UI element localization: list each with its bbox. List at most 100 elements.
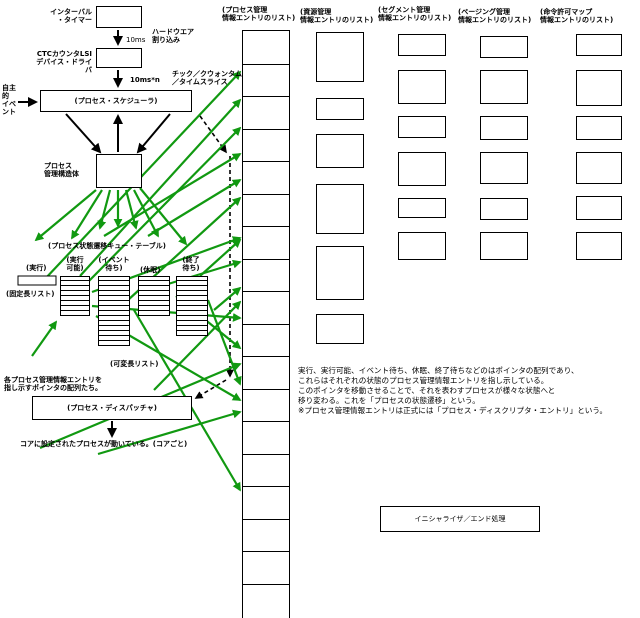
running-label: (実行) [26,264,47,272]
description-line: これらはそれぞれの状態のプロセス管理情報エントリを指し示している。 [298,376,549,385]
pointer-cell [98,276,130,281]
pointer-cell [176,321,208,326]
pointer-cell [176,311,208,316]
pointer-cell [98,331,130,336]
runnable-label: (実行 可能) [66,256,84,272]
pointer-cell [60,306,90,311]
description-line: このポインタを移動させることで、それを表わすプロセスが様々な状態へと [298,386,556,395]
process-struct-label: プロセス 管理構造体 [44,162,79,178]
hw-interrupt-label: ハードウエア 割り込み [152,28,194,44]
interval-timer-label: インターバル ・タイマー [50,8,92,24]
process-entry-divider [243,96,289,97]
pointer-cell [176,331,208,336]
terminated-label: (終了 待ち) [182,256,200,272]
segment-entry [398,70,446,104]
process-entry-divider [243,323,289,325]
process-entry-divider [243,518,289,520]
instruction-map-entry [576,116,622,140]
ctc-driver-label: CTCカウンタLSI デバイス・ドライバ [36,50,92,74]
process-entry-divider [243,388,289,390]
pointer-cell [60,286,90,291]
event-wait-stack [98,276,130,346]
dispatcher-label: (プロセス・ディスパッチャ) [67,404,157,412]
process-entry-divider [243,583,289,585]
paging-entry [480,70,528,104]
green-pointer-arrows [31,70,242,492]
paging-entry [480,198,528,220]
init-end-box[interactable]: イニシャライザ／エンド処理 [380,506,540,532]
paging-entry [480,116,528,140]
pointer-cell [138,291,170,296]
resource-mgmt-heading: (資源管理 情報エントリのリスト) [300,8,374,24]
fixed-list-label: (固定長リスト) [6,290,55,298]
process-entry-divider [243,63,289,65]
pointer-cell [176,316,208,321]
segment-entry [398,152,446,186]
resource-entry [316,184,364,234]
pointer-cell [176,296,208,301]
process-entry-divider [243,193,289,195]
event-wait-label: (イベント 待ち) [98,256,130,272]
pointer-cell [98,306,130,311]
segment-entry [398,232,446,260]
pointer-cell [98,291,130,296]
pointer-cell [60,296,90,301]
ms10-label: 10ms [126,36,146,44]
paging-mgmt-heading: (ページング管理 情報エントリのリスト) [458,8,532,24]
segment-entry [398,198,446,218]
process-entry-divider [243,421,289,422]
pointer-cell [60,301,90,306]
dashed-to-dispatcher [194,379,227,399]
sleep-stack [138,276,170,316]
pointer-cell [60,311,90,316]
pointer-cell [138,301,170,306]
process-entry-divider [243,226,289,227]
process-struct-box [96,154,142,188]
pointer-cell [98,336,130,341]
pointer-cell [176,286,208,291]
tick-label: チック／クウォンタム ／タイムスライス [172,70,242,86]
init-end-label: イニシャライザ／エンド処理 [414,515,506,523]
pointer-cell [176,301,208,306]
scheduler-box[interactable]: (プロセス・スケジューラ) [40,90,192,112]
dispatcher-box[interactable]: (プロセス・ディスパッチャ) [32,396,192,420]
pointer-cell [176,276,208,281]
fixed-list-cell [17,275,57,286]
resource-entry [316,134,364,168]
process-entry-divider [243,486,289,487]
pointer-cell [138,296,170,301]
pointer-cell [60,281,90,286]
pointer-cell [176,306,208,311]
paging-entry [480,36,528,58]
paging-entry [480,232,528,260]
pointer-cell [98,321,130,326]
runnable-stack [60,276,90,316]
pointer-cell [98,281,130,286]
process-entry-divider [243,551,289,552]
pointer-cell [176,291,208,296]
instruction-map-entry [576,152,622,184]
interval-timer-box [96,6,142,28]
pointer-cell [138,276,170,281]
description-text: 実行、実行可能、イベント待ち、休眠、終了待ちなどのはポインタの配列であり、 これ… [298,366,638,416]
resource-entry [316,246,364,300]
resource-entry [316,314,364,344]
process-mgmt-column [242,30,290,618]
pointer-cell [176,281,208,286]
instruction-map-entry [576,196,622,220]
sleep-label: (休眠) [140,266,161,274]
pointer-cell [98,341,130,346]
description-line: 実行、実行可能、イベント待ち、休眠、終了待ちなどのはポインタの配列であり、 [298,366,579,375]
green-struct-fanout [34,187,188,246]
ms10n-label: 10ms*n [130,76,160,84]
segment-entry [398,34,446,56]
instruction-map-entry [576,232,622,260]
pointer-cell [98,296,130,301]
pointer-cell [138,311,170,316]
pointer-cell [98,301,130,306]
instruction-map-entry [576,34,622,56]
process-entry-divider [243,258,289,260]
pointer-cell [176,326,208,331]
